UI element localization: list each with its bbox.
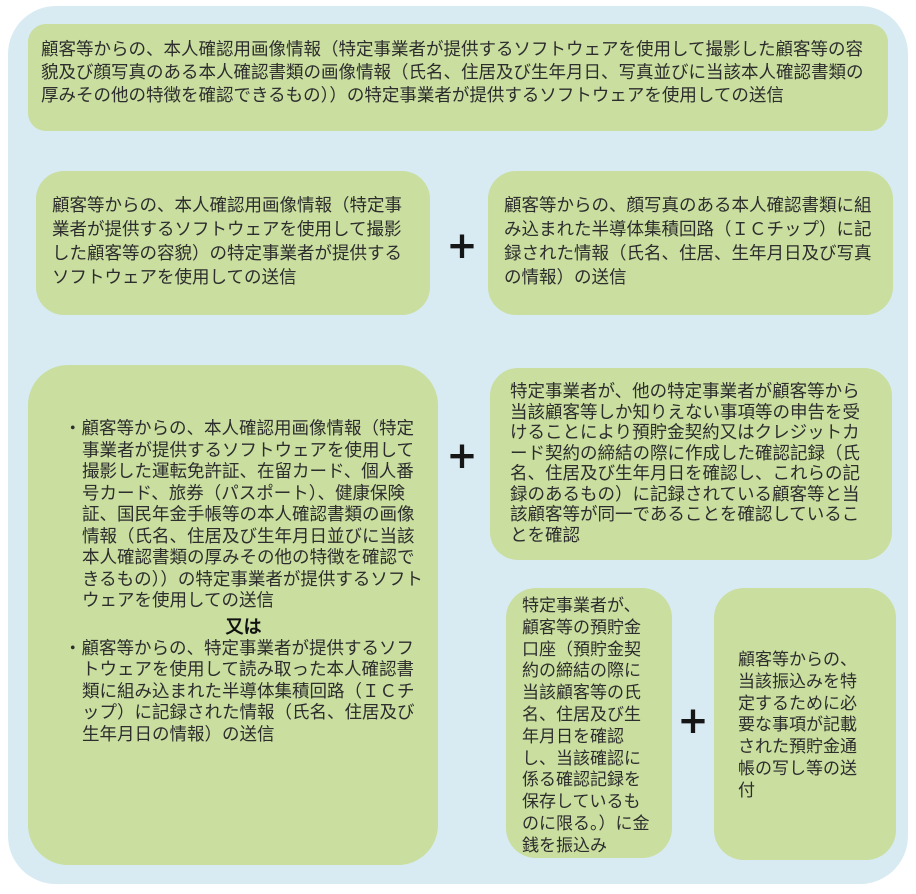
method-box-deposit-transfer-text: 特定事業者が、顧客等の預貯金口座（預貯金契約の締結の際に当該顧客等の氏名、住居及… (522, 596, 650, 856)
method-box-selfie-and-document-image-text: 顧客等からの、本人確認用画像情報（特定事業者が提供するソフトウェアを使用して撮影… (41, 40, 864, 106)
bullet-item-document-image: ・顧客等からの、本人確認用画像情報（特定事業者が提供するソフトウェアを使用して撮… (64, 419, 423, 611)
method-box-passbook-copy: 顧客等からの、当該振込みを特定するために必要な事項が記載された預貯金通帳の写し等… (714, 588, 896, 860)
plus-operator-3: + (677, 699, 709, 742)
method-box-document-image-or-ic-chip: ・顧客等からの、本人確認用画像情報（特定事業者が提供するソフトウェアを使用して撮… (28, 365, 438, 865)
method-box-ic-chip-info-text: 顧客等からの、顔写真のある本人確認書類に組み込まれた半導体集積回路（ＩＣチップ）… (504, 196, 872, 288)
method-box-deposit-transfer: 特定事業者が、顧客等の預貯金口座（預貯金契約の締結の際に当該顧客等の氏名、住居及… (506, 588, 672, 858)
method-box-selfie-image: 顧客等からの、本人確認用画像情報（特定事業者が提供するソフトウェアを使用して撮影… (36, 171, 430, 315)
plus-operator-2: + (446, 434, 478, 477)
method-box-other-business-record-confirmation: 特定事業者が、他の特定事業者が顧客等から当該顧客等しか知りえない事項等の申告を受… (490, 368, 892, 560)
method-box-passbook-copy-text: 顧客等からの、当該振込みを特定するために必要な事項が記載された預貯金通帳の写し等… (738, 650, 857, 801)
plus-operator-1: + (446, 224, 478, 267)
method-box-other-business-record-confirmation-text: 特定事業者が、他の特定事業者が顧客等から当該顧客等しか知りえない事項等の申告を受… (510, 382, 860, 546)
method-box-ic-chip-info: 顧客等からの、顔写真のある本人確認書類に組み込まれた半導体集積回路（ＩＣチップ）… (488, 171, 893, 315)
method-box-selfie-image-text: 顧客等からの、本人確認用画像情報（特定事業者が提供するソフトウェアを使用して撮影… (52, 196, 402, 288)
bullet-item-ic-chip-read: ・顧客等からの、特定事業者が提供するソフトウェアを使用して読み取った本人確認書類… (64, 638, 415, 745)
or-separator-label: 又は (225, 616, 262, 638)
method-box-selfie-and-document-image: 顧客等からの、本人確認用画像情報（特定事業者が提供するソフトウェアを使用して撮影… (28, 24, 888, 131)
